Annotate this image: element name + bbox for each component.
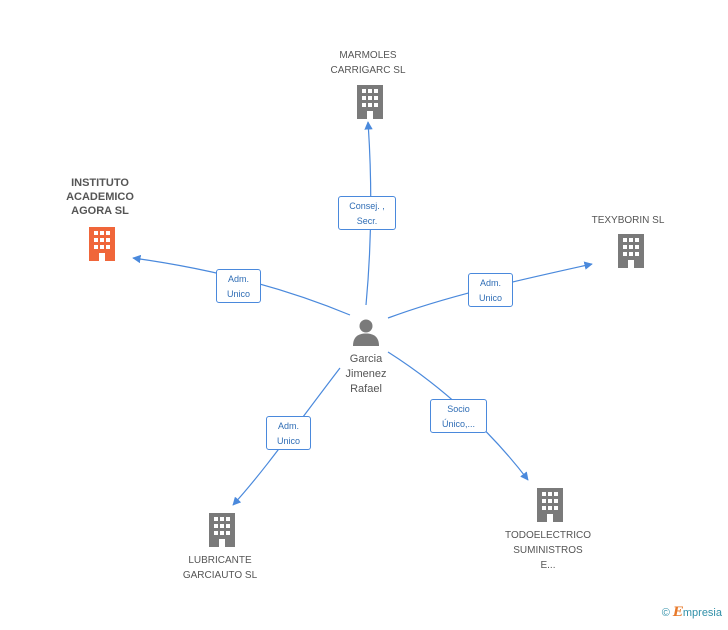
building-icon[interactable] [354,84,386,120]
edge-label-texyborin: Adm. Unico [468,273,513,307]
node-label-lubricante[interactable]: LUBRICANTE GARCIAUTO SL [182,555,258,581]
copyright-symbol: © [661,607,670,619]
building-icon[interactable] [86,226,118,262]
brand-logo: © Empresia [662,605,722,620]
center-person-label[interactable]: Garcia Jimenez Rafael [345,353,387,395]
node-label-instituto[interactable]: INSTITUTO ACADEMICO AGORA SL [66,177,134,217]
edge-label-marmoles: Consej. , Secr. [338,196,396,230]
building-icon[interactable] [534,487,566,523]
node-label-texyborin[interactable]: TEXYBORIN SL [591,215,665,226]
brand-name: mpresia [682,607,722,619]
edge-label-instituto: Adm. Unico [216,269,261,303]
edge-label-todoelectrico: Socio Único,... [430,399,487,433]
node-label-marmoles[interactable]: MARMOLES CARRIGARC SL [330,50,406,76]
building-icon[interactable] [206,512,238,548]
edge-label-lubricante: Adm. Unico [266,416,311,450]
building-icon[interactable] [615,233,647,269]
node-label-todoelectrico[interactable]: TODOELECTRICO SUMINISTROS E... [505,530,591,571]
person-icon[interactable] [351,317,381,347]
brand-initial: E [672,605,683,620]
